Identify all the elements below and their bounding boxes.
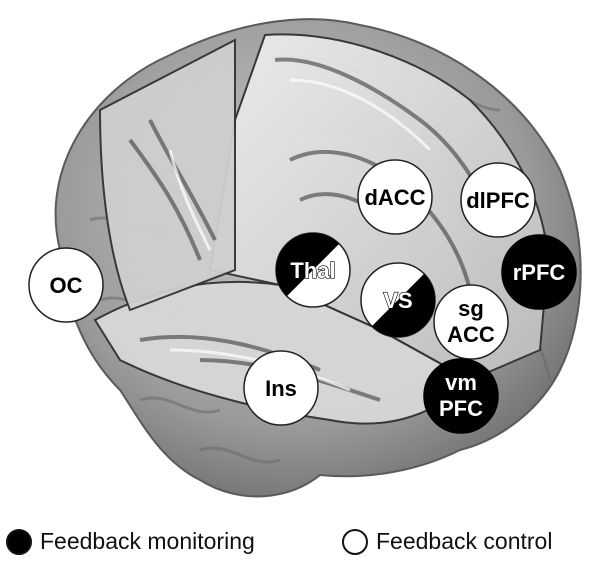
region-vs-dark-half [371,273,435,337]
open-circle-icon [342,528,368,555]
legend-item-monitoring: Feedback monitoring [6,528,255,555]
region-rpfc-label: rPFC [513,260,566,285]
legend-item-control: Feedback control [342,528,552,555]
legend-label-monitoring: Feedback monitoring [40,528,255,554]
region-dlpfc-marker [460,162,536,238]
region-oc: OC [28,247,104,323]
region-dlpfc-label: dlPFC [466,188,530,213]
region-sgacc-label-line1: sg [458,296,484,321]
region-vmpfc-marker [423,358,499,434]
region-oc-marker [28,247,104,323]
coronal-cut [98,38,236,312]
brain-diagram: OC dACC dlPFC rPFC Thal VS sg ACC Ins vm… [28,18,582,498]
filled-circle-icon [6,528,32,555]
legend-label-control: Feedback control [376,528,553,554]
region-dacc: dACC [357,159,433,235]
region-rpfc: rPFC [501,234,577,310]
region-ins-marker [243,350,319,426]
legend: Feedback monitoring Feedback control [0,520,602,563]
region-rpfc-marker [501,234,577,310]
region-dacc-label: dACC [364,185,425,210]
region-sgacc: sg ACC [433,284,509,360]
region-vmpfc: vm PFC [423,358,499,434]
region-sgacc-marker [433,284,509,360]
region-thal: Thal [275,232,351,308]
region-vs: VS [360,262,436,338]
region-dacc-marker [357,159,433,235]
region-oc-label: OC [50,273,83,298]
region-vs-label: VS [383,288,412,313]
region-ins-label: Ins [265,376,297,401]
region-vmpfc-label-line1: vm [445,370,477,395]
region-vmpfc-label-line2: PFC [439,396,483,421]
region-sgacc-label-line2: ACC [447,322,495,347]
region-thal-label: Thal [290,258,335,283]
region-thal-dark-half [276,233,340,297]
region-ins: Ins [243,350,319,426]
region-dlpfc: dlPFC [460,162,536,238]
